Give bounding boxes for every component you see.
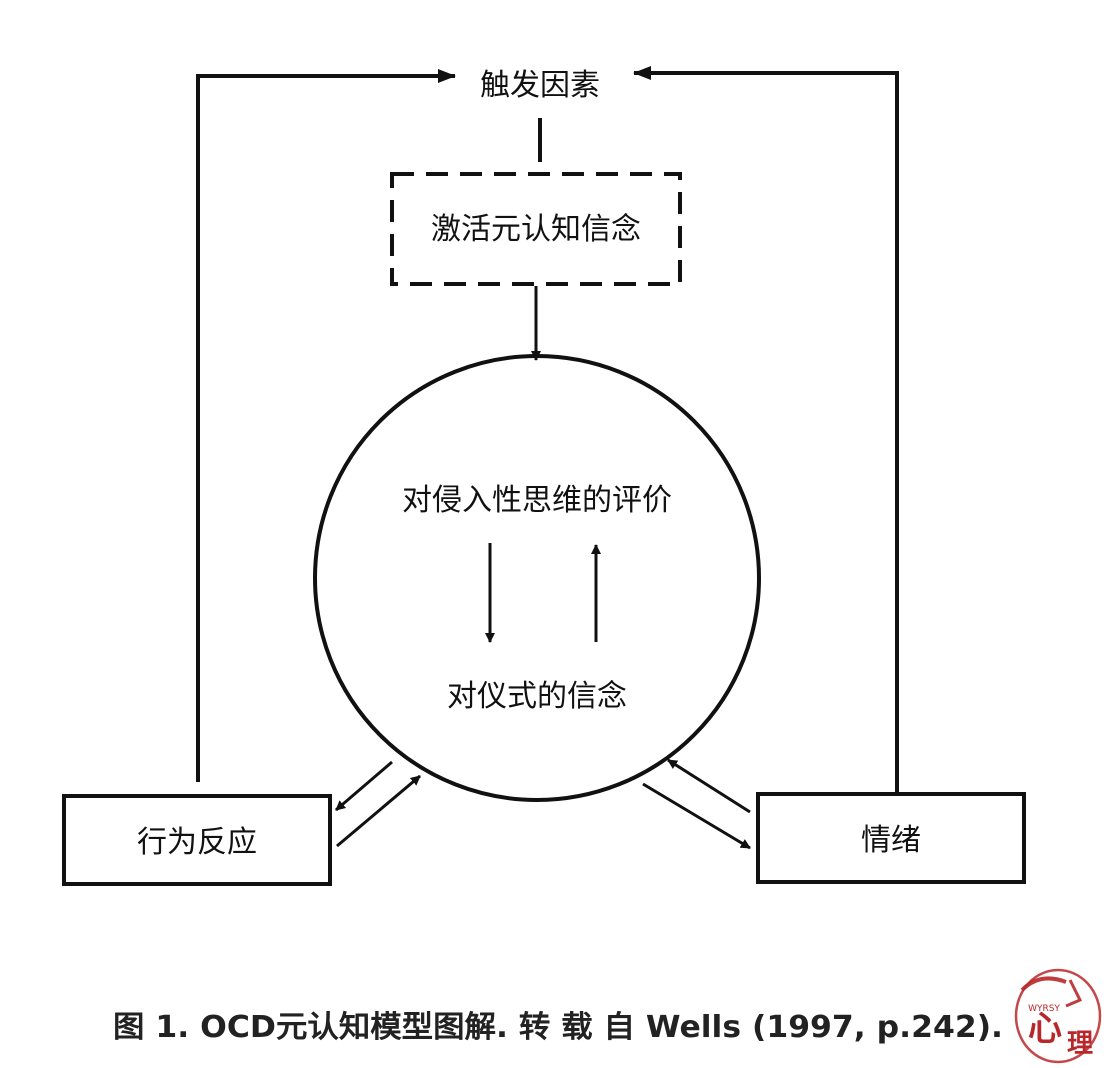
figure-caption: 图 1. OCD元认知模型图解. 转 载 自 Wells (1997, p.24… xyxy=(113,1010,1003,1045)
metacognitive-beliefs-box xyxy=(390,172,682,286)
emotion-label: 情绪 xyxy=(861,823,921,858)
svg-text:心: 心 xyxy=(1028,1009,1062,1049)
circle-to-behavior-arrow xyxy=(335,760,393,812)
trigger-label: 触发因素 xyxy=(480,68,600,103)
central-circle xyxy=(313,354,761,802)
behavior-label: 行为反应 xyxy=(137,825,257,860)
appraisal-label: 对侵入性思维的评价 xyxy=(402,483,672,518)
metacognitive-beliefs-label: 激活元认知信念 xyxy=(431,212,641,247)
circle-to-emotion-arrow xyxy=(642,782,751,850)
behavior-box xyxy=(62,794,332,886)
behavior-to-trigger-arrow xyxy=(196,69,456,782)
emotion-to-trigger-arrow xyxy=(633,66,899,793)
ritual-beliefs-label: 对仪式的信念 xyxy=(447,679,627,714)
emotion-box xyxy=(756,792,1026,884)
behavior-to-circle-arrow xyxy=(336,774,421,848)
svg-text:理: 理 xyxy=(1067,1029,1093,1059)
watermark-stamp-logo: WYRSY 心 理 xyxy=(1014,968,1102,1064)
svg-text:WYRSY: WYRSY xyxy=(1028,1004,1060,1014)
emotion-to-circle-arrow xyxy=(667,758,751,814)
